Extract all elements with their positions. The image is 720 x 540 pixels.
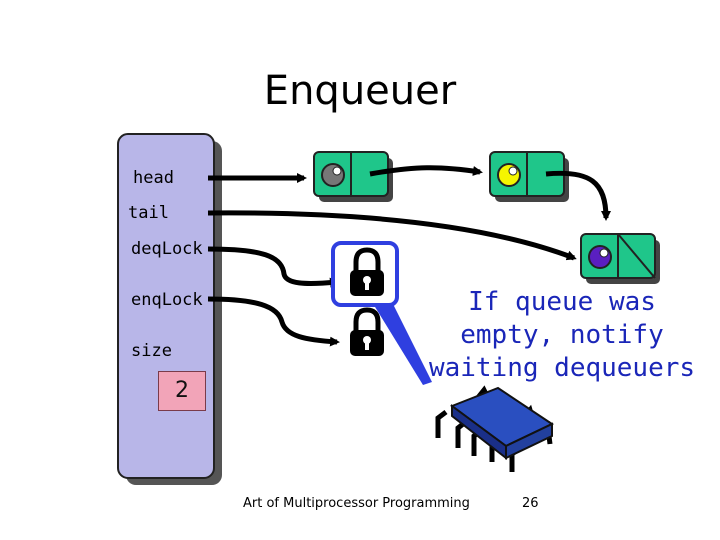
padlock-locked-icon: [350, 247, 384, 296]
tail-pointer: [207, 210, 577, 261]
callout-line-2: empty, notify: [460, 320, 664, 350]
size-value: 2: [158, 371, 206, 411]
list-node-3: [580, 233, 660, 284]
slide-title: Enqueuer: [263, 68, 457, 114]
node1-next-pointer: [369, 165, 483, 177]
list-node-2: [489, 151, 569, 202]
node2-next-pointer: [545, 170, 611, 221]
microchip-bug-icon: [435, 385, 555, 472]
callout-line-1: If queue was: [468, 287, 656, 317]
enq-lock-field-label: enqLock: [131, 290, 203, 310]
tail-field-label: tail: [128, 203, 169, 223]
footer-text: Art of Multiprocessor Programming: [243, 496, 470, 511]
notify-callout: If queue was empty, notify waiting deque…: [412, 286, 712, 385]
deq-lock-pointer: [207, 246, 340, 288]
size-field-label: size: [131, 341, 172, 361]
deq-lock-field-label: deqLock: [131, 239, 203, 259]
padlock-icon: [350, 307, 384, 356]
callout-line-3: waiting dequeuers: [428, 353, 696, 383]
list-node-1: [313, 151, 393, 202]
enq-lock-pointer: [207, 296, 340, 347]
page-number: 26: [522, 496, 539, 511]
head-field-label: head: [133, 168, 174, 188]
